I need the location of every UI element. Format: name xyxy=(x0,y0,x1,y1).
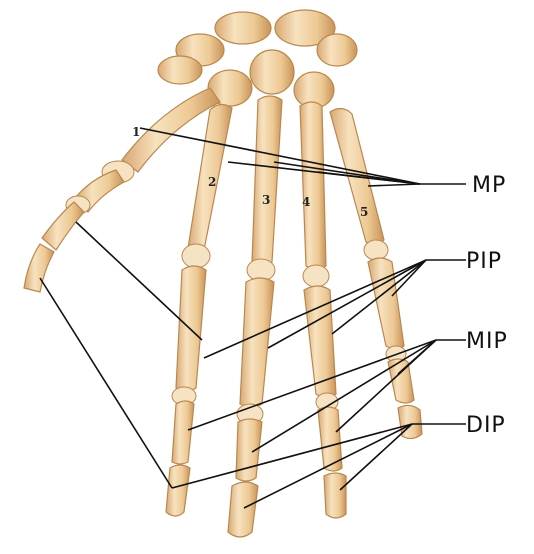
digit-label-2: 2 xyxy=(208,175,216,189)
digit-label-1: 1 xyxy=(132,125,140,139)
dip-label: DIP xyxy=(466,413,506,438)
digit-label-3: 3 xyxy=(262,193,270,207)
pip-label: PIP xyxy=(466,249,502,274)
carpal-bones xyxy=(158,10,357,108)
mip-label: MIP xyxy=(466,329,508,354)
index-finger-bones xyxy=(166,104,232,516)
digit-label-5: 5 xyxy=(360,205,368,219)
mp-label: MP xyxy=(472,173,506,198)
digit-label-4: 4 xyxy=(302,195,310,209)
